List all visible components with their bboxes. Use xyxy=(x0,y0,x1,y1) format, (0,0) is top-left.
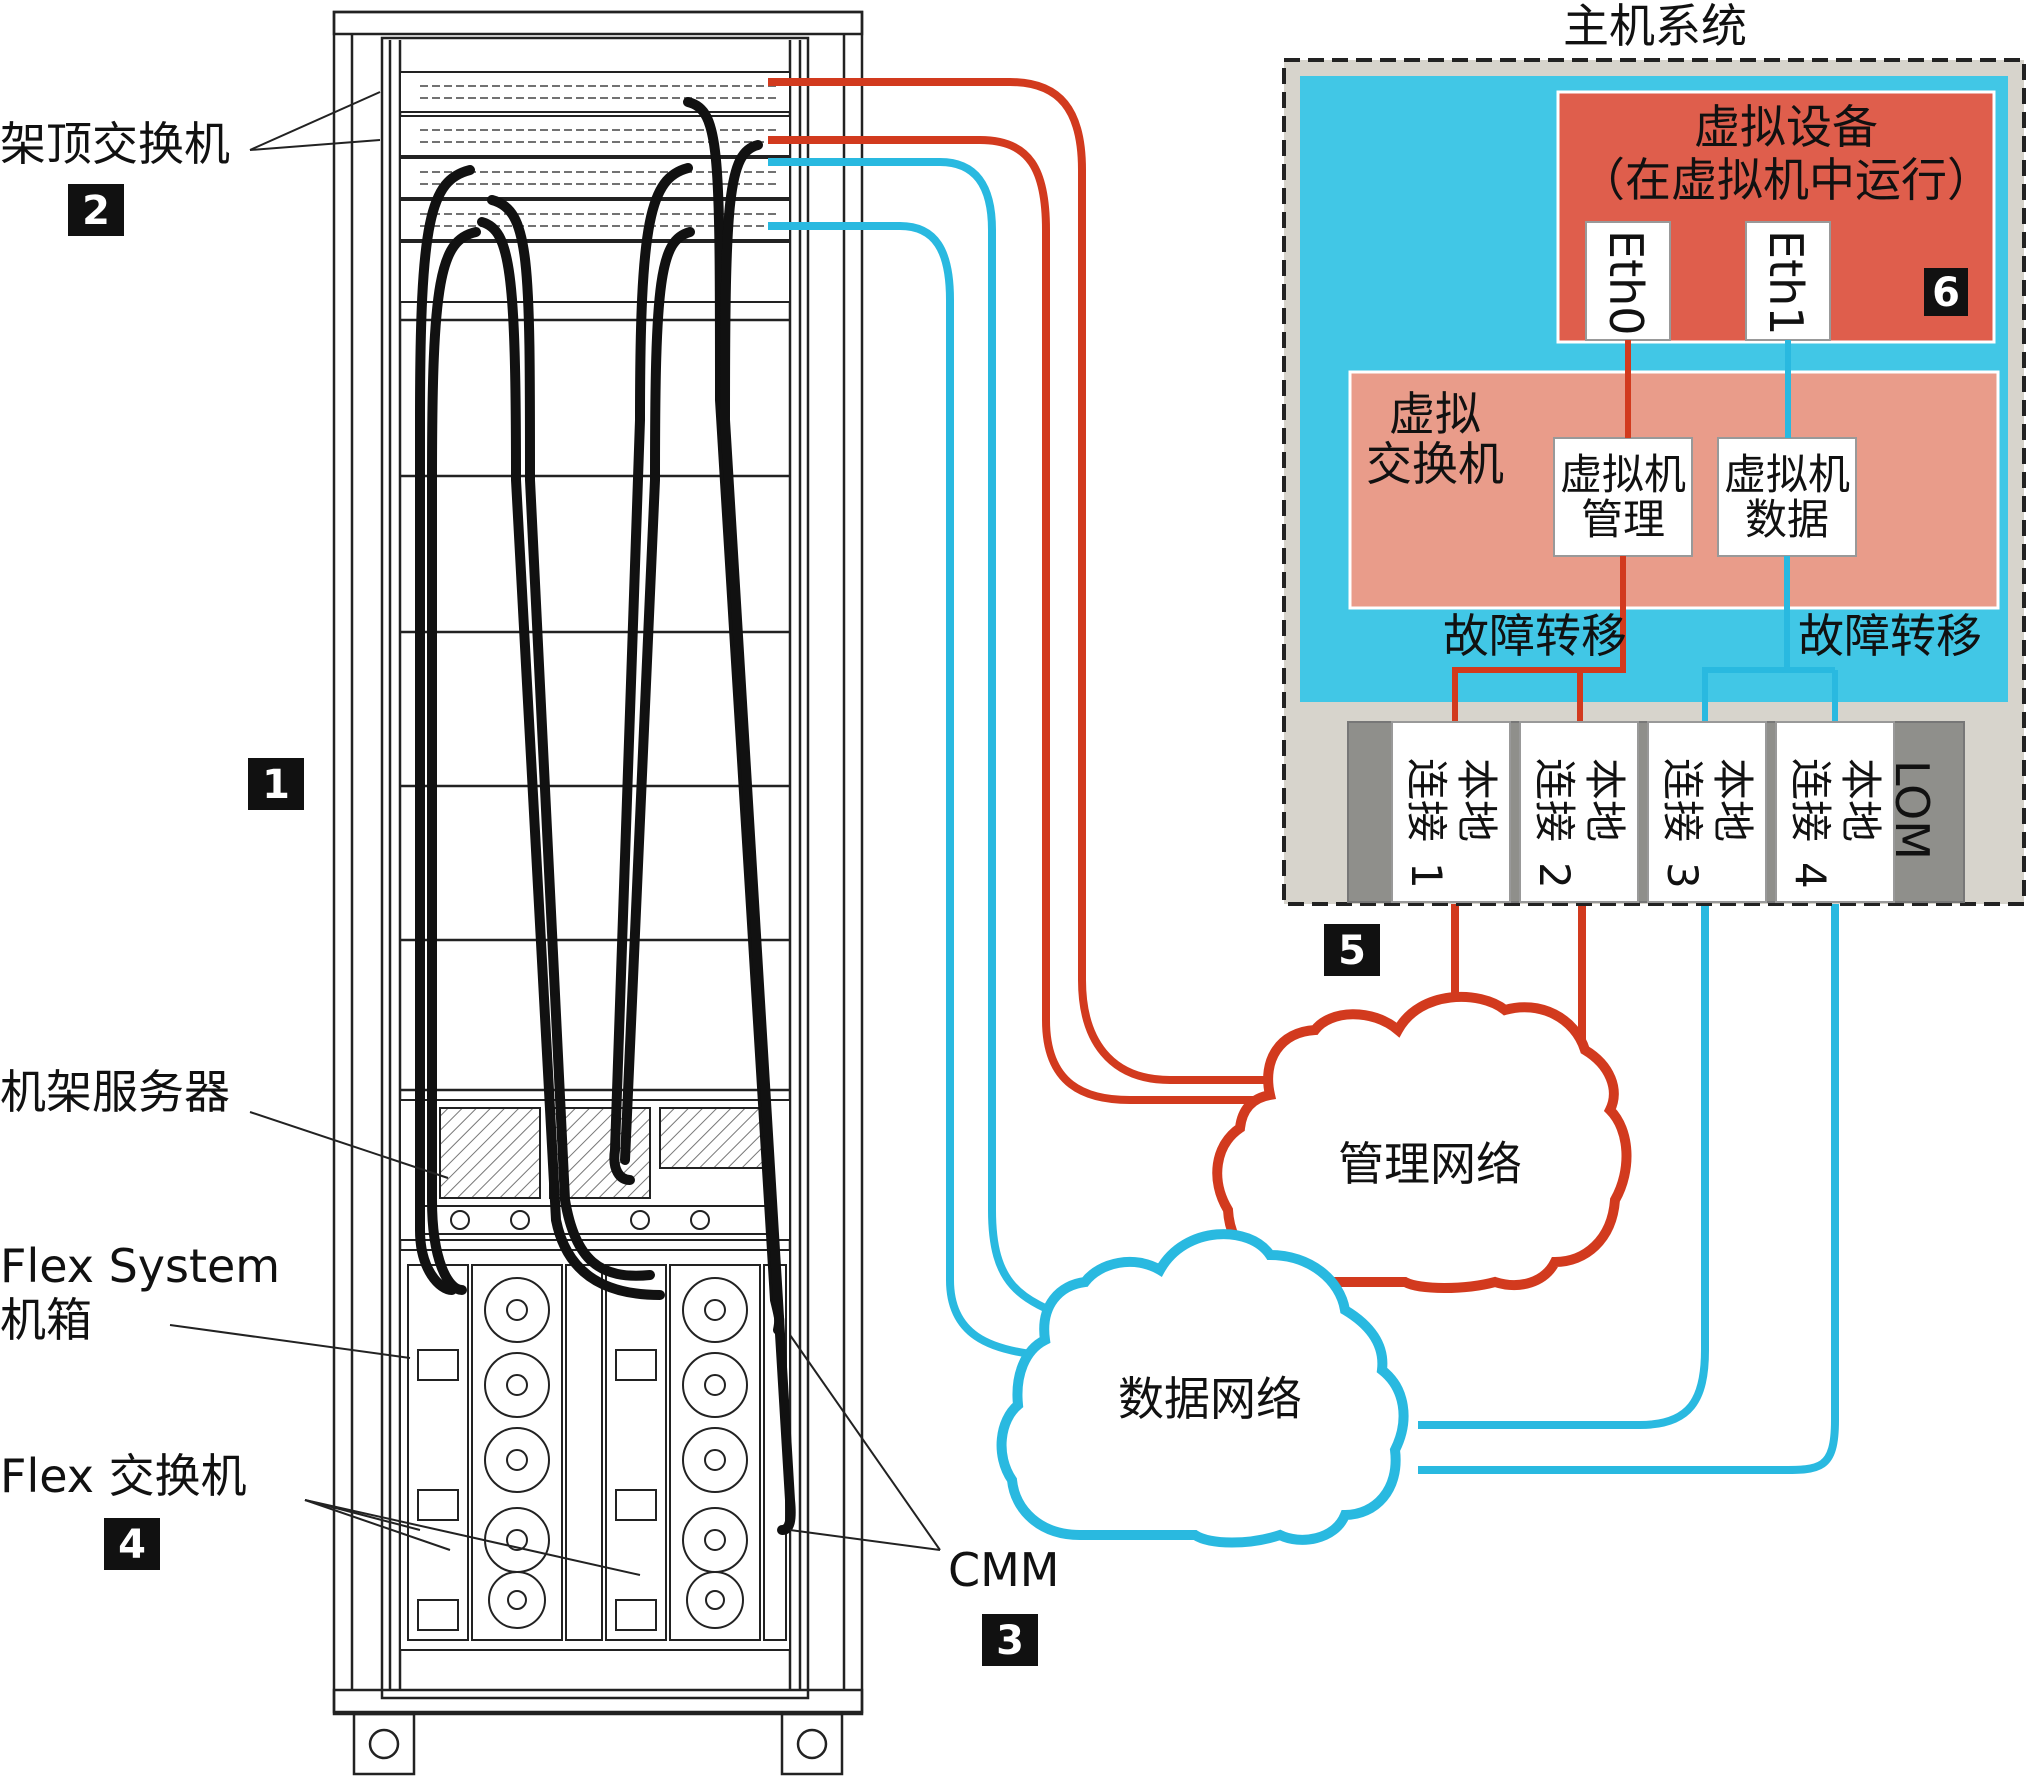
badge-3-label: 3 xyxy=(996,1618,1024,1664)
mgmt-network-label: 管理网络 xyxy=(1338,1137,1522,1191)
mgmt-cable xyxy=(768,136,1278,1104)
badge-3 xyxy=(982,1614,1038,1666)
local-connection-3-line2: 连接 xyxy=(1658,758,1707,842)
local-connection-3-num: 3 xyxy=(1658,862,1707,889)
badge-4 xyxy=(104,1518,160,1570)
internal-cables xyxy=(415,97,796,1535)
badge-6-label: 6 xyxy=(1932,270,1960,316)
badge-6 xyxy=(1924,268,1968,316)
chassis-psu xyxy=(417,1349,657,1631)
flex-chassis-label-2: 机箱 xyxy=(0,1293,92,1347)
local-connection-2-num: 2 xyxy=(1530,862,1579,889)
virtual-appliance-subtitle: （在虚拟机中运行） xyxy=(1579,153,1993,207)
virtual-appliance-title: 虚拟设备 xyxy=(1694,100,1878,154)
failover-left-label: 故障转移 xyxy=(1443,609,1627,663)
vm-mgmt-label-1: 虚拟机 xyxy=(1560,450,1686,499)
chassis-fans xyxy=(484,1277,748,1629)
vm-mgmt-port xyxy=(1553,437,1693,557)
local-connection-1: 本地 连接 1 xyxy=(1391,721,1511,903)
vm-data-label-2: 数据 xyxy=(1745,495,1829,544)
data-cable xyxy=(1418,900,1839,1474)
local-connection-4-num: 4 xyxy=(1786,862,1835,889)
mgmt-network-cloud xyxy=(1212,991,1632,1293)
flex-switch-label: Flex 交换机 xyxy=(0,1449,247,1503)
eth1-label: Eth1 xyxy=(1759,230,1813,336)
local-connection-2-line1: 本地 xyxy=(1580,758,1629,842)
flex-chassis-label-1: Flex System xyxy=(0,1239,280,1293)
eth0-port xyxy=(1585,221,1671,341)
badge-4-label: 4 xyxy=(118,1522,146,1568)
local-connection-4: 本地 连接 4 xyxy=(1775,721,1895,903)
local-connection-2-line2: 连接 xyxy=(1530,758,1579,842)
badge-5 xyxy=(1324,924,1380,976)
data-network-cloud xyxy=(996,1229,1409,1548)
local-connection-3: 本地 连接 3 xyxy=(1647,721,1767,903)
badge-5-label: 5 xyxy=(1338,928,1366,974)
vm-mgmt-label-2: 管理 xyxy=(1581,495,1665,544)
local-connection-4-line2: 连接 xyxy=(1786,758,1835,842)
local-connection-2: 本地 连接 2 xyxy=(1519,721,1639,903)
internal-cable xyxy=(487,195,655,1281)
internal-cable xyxy=(609,163,693,1185)
internal-cable xyxy=(620,227,695,1165)
badge-2-label: 2 xyxy=(82,188,110,234)
local-connection-1-num: 1 xyxy=(1402,862,1451,889)
badge-1-label: 1 xyxy=(262,762,290,808)
local-connection-1-line2: 连接 xyxy=(1402,758,1451,842)
badge-1 xyxy=(248,758,304,810)
local-connection-3-line1: 本地 xyxy=(1708,758,1757,842)
host-system-title: 主机系统 xyxy=(1563,0,1747,53)
internal-cable xyxy=(719,140,796,1535)
data-cable xyxy=(768,222,1041,1359)
cmm-label: CMM xyxy=(948,1543,1060,1597)
local-connection-1-line1: 本地 xyxy=(1452,758,1501,842)
virtual-switch-title-1: 虚拟 xyxy=(1389,387,1481,441)
data-cables xyxy=(768,158,1839,1474)
failover-right-label: 故障转移 xyxy=(1798,609,1982,663)
mgmt-cable xyxy=(768,78,1290,1084)
data-cable xyxy=(768,158,1077,1324)
internal-cable xyxy=(477,217,665,1300)
local-connection-4-line1: 本地 xyxy=(1836,758,1885,842)
flex-chassis xyxy=(399,1249,791,1651)
data-cable xyxy=(1418,900,1709,1429)
data-network-label: 数据网络 xyxy=(1118,1372,1302,1426)
eth0-label: Eth0 xyxy=(1599,230,1653,336)
internal-cable xyxy=(415,165,475,1295)
badge-2 xyxy=(68,184,124,236)
vm-data-label-1: 虚拟机 xyxy=(1724,450,1850,499)
virtual-switch-title-2: 交换机 xyxy=(1366,437,1504,491)
rack-server xyxy=(399,1099,791,1241)
leader-lines xyxy=(169,91,941,1576)
tor-switch-label: 架顶交换机 xyxy=(0,117,230,171)
internal-cable xyxy=(427,227,481,1295)
rack-server-label: 机架服务器 xyxy=(0,1065,230,1119)
host-internal-links xyxy=(1452,340,1838,728)
